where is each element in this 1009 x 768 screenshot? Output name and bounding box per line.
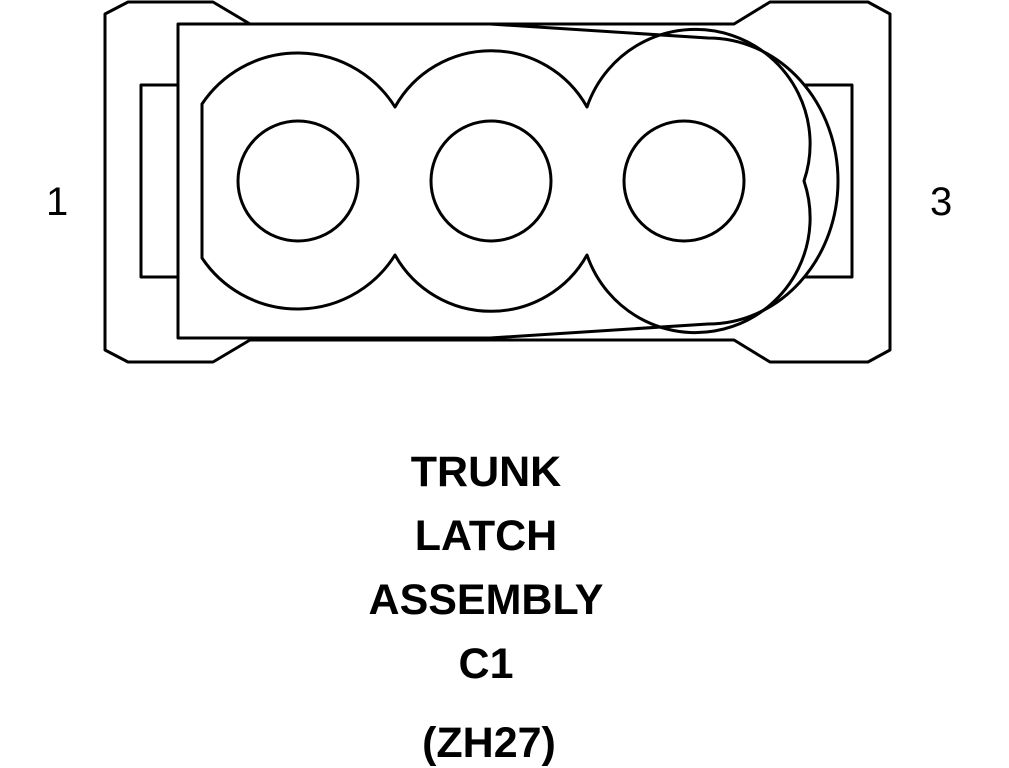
cavity-lobes-outline [200, 27, 812, 335]
pin-cavity-2 [429, 119, 553, 243]
right-latch-bracket [805, 83, 854, 279]
connector-title-line: LATCH [414, 512, 558, 560]
connector-code: (ZH27) [422, 719, 556, 767]
connector-title-line: TRUNK [410, 448, 562, 496]
connector-title: TRUNK LATCH ASSEMBLY C1 [0, 440, 972, 696]
pin-number-label-3: 3 [930, 180, 953, 224]
connector-title-line: C1 [458, 640, 514, 688]
connector-title-line: ASSEMBLY [368, 576, 604, 624]
pin-number-label-1: 1 [46, 180, 69, 224]
left-latch-bracket [139, 83, 178, 279]
connector-insert-outline [176, 22, 840, 340]
pin-cavity-1 [236, 119, 360, 243]
connector-housing-outline [103, 0, 892, 364]
pin-cavity-3 [622, 119, 746, 243]
